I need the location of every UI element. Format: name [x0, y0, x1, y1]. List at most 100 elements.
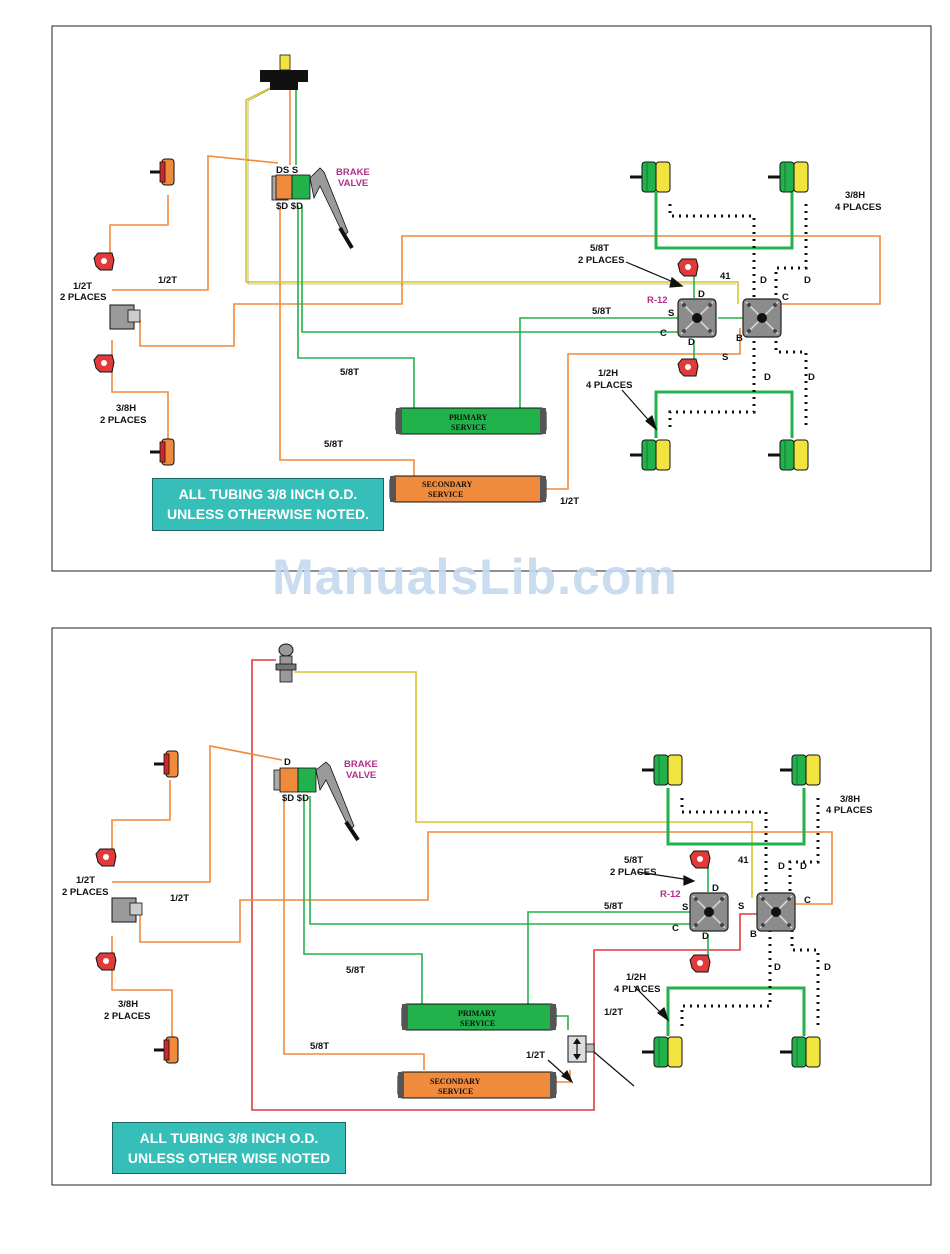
- d1-label-d2: D: [804, 275, 811, 286]
- d2-relay-valve-2: [756, 892, 796, 932]
- d2-secondary-tank: [397, 1071, 557, 1099]
- d1-label-1-2h-a: 1/2H: [598, 368, 618, 379]
- d1-port-s2: S: [722, 352, 728, 363]
- d1-port-d: D: [698, 289, 705, 300]
- d1-label-half-t-bottom: 1/2T: [560, 496, 579, 507]
- d2-label-d1: D: [778, 861, 785, 872]
- d1-label-5-8t-a: 5/8T: [340, 367, 359, 378]
- d1-label-1-2h-b: 4 PLACES: [586, 380, 632, 391]
- d1-brake-valve-label-2: VALVE: [338, 178, 368, 189]
- d2-rear-chamber-tl: [640, 753, 684, 787]
- d2-rear-chamber-tr: [778, 753, 822, 787]
- d2-label-41: 41: [738, 855, 749, 866]
- d1-primary-tank: [395, 407, 547, 435]
- d2-tubing-note: ALL TUBING 3/8 INCH O.D. UNLESS OTHER WI…: [112, 1122, 346, 1174]
- d2-label-half-t-a: 1/2T: [604, 1007, 623, 1018]
- d1-port-b: B: [736, 333, 743, 344]
- d2-yellow-lines: [294, 671, 753, 898]
- d1-tubing-note-line2: UNLESS OTHERWISE NOTED.: [167, 506, 369, 522]
- d1-primary-label-1: PRIMARY: [449, 413, 488, 422]
- d2-quick-release-valve: [111, 897, 143, 923]
- d1-label-5-8t-b: 5/8T: [324, 439, 343, 450]
- d1-valve-red-rear: [677, 358, 699, 377]
- d2-label-half-t: 1/2T: [76, 875, 95, 886]
- d2-axle-lines: [666, 788, 806, 1036]
- d1-label-3-8h-4a: 3/8H: [845, 190, 865, 201]
- d1-primary-label-2: SERVICE: [451, 423, 486, 432]
- d2-port-s: S: [682, 902, 688, 913]
- d2-port-d2: D: [702, 931, 709, 942]
- d2-dotted-lines: [680, 798, 820, 1026]
- d1-label-r12: R-12: [647, 295, 668, 306]
- d1-label-5-8t-c: 5/8T: [592, 306, 611, 317]
- d2-primary-label-1: PRIMARY: [458, 1009, 497, 1018]
- d1-quick-release-valve: [109, 304, 141, 330]
- d1-valve-ports-bottom: $D $D: [276, 201, 303, 212]
- d1-label-3-8h-4b: 4 PLACES: [835, 202, 881, 213]
- d2-port-s2: S: [738, 901, 744, 912]
- d2-label-3-8h-4b: 4 PLACES: [826, 805, 872, 816]
- d2-label-d4: D: [824, 962, 831, 973]
- d1-relay-valve-2: [742, 298, 782, 338]
- d2-secondary-label-1: SECONDARY: [430, 1077, 481, 1086]
- d2-port-c2: C: [804, 895, 811, 906]
- d2-label-3-8h-4a: 3/8H: [840, 794, 860, 805]
- d1-tubing-note-line1: ALL TUBING 3/8 INCH O.D.: [178, 486, 358, 502]
- d1-r12-relay-valve: [677, 298, 717, 338]
- d1-front-chamber-lower: [148, 437, 176, 467]
- d1-valve-red-lower: [93, 354, 115, 373]
- d1-axle-lines: [654, 192, 794, 438]
- d2-label-half-t-b2: 1/2T: [526, 1050, 545, 1061]
- d1-rear-chamber-br: [766, 438, 810, 472]
- d2-label-5-8t-2places-a: 5/8T: [624, 855, 643, 866]
- d2-label-d2: D: [800, 861, 807, 872]
- d1-label-3-8h: 3/8H: [116, 403, 136, 414]
- d2-secondary-label-2: SERVICE: [438, 1087, 473, 1096]
- d1-port-s: S: [668, 308, 674, 319]
- d2-label-half-t-b: 1/2T: [170, 893, 189, 904]
- watermark: ManualsLib.com: [272, 549, 678, 605]
- d2-port-d: D: [712, 883, 719, 894]
- d1-dotted-lines: [668, 204, 808, 428]
- d1-valve-ports-top: DS S: [276, 165, 298, 176]
- d2-primary-label-2: SERVICE: [460, 1019, 495, 1028]
- d2-valve-red-rear: [689, 954, 711, 973]
- d1-yellow-lines: [245, 87, 739, 304]
- d2-valve-ports-top: D: [284, 757, 291, 768]
- d1-secondary-label-1: SECONDARY: [422, 480, 473, 489]
- d2-brake-valve-label-2: VALVE: [346, 770, 376, 781]
- d1-port-d2: D: [688, 337, 695, 348]
- d2-primary-tank: [401, 1003, 557, 1031]
- d1-orange-lines: [109, 90, 881, 490]
- d2-label-5-8t-b: 5/8T: [310, 1041, 329, 1052]
- d1-arrows: [621, 261, 684, 431]
- d1-port-c: C: [660, 328, 667, 339]
- d2-red-lines: [251, 659, 758, 1111]
- d1-tubing-note: ALL TUBING 3/8 INCH O.D. UNLESS OTHERWIS…: [152, 478, 384, 531]
- d1-label-3-8h-2places: 2 PLACES: [100, 415, 146, 426]
- d1-label-half-t-b: 1/2T: [158, 275, 177, 286]
- d1-rear-chamber-tl: [628, 160, 672, 194]
- d1-label-half-t: 1/2T: [73, 281, 92, 292]
- d2-r12-relay-valve: [689, 892, 729, 932]
- d2-label-5-8t-c: 5/8T: [604, 901, 623, 912]
- d1-label-5-8t-2places-a: 5/8T: [590, 243, 609, 254]
- d1-brake-valve-label-1: BRAKE: [336, 167, 370, 178]
- d2-label-5-8t-2places-b: 2 PLACES: [610, 867, 656, 878]
- d1-valve-red-upper: [93, 252, 115, 271]
- d1-label-41: 41: [720, 271, 731, 282]
- d2-rear-chamber-br: [778, 1035, 822, 1069]
- d2-brake-valve-label-1: BRAKE: [344, 759, 378, 770]
- d2-label-1-2h-b: 4 PLACES: [614, 984, 660, 995]
- d1-valve-red-front: [677, 258, 699, 277]
- d2-front-chamber-lower: [152, 1035, 180, 1065]
- d1-rear-chamber-tr: [766, 160, 810, 194]
- d1-label-d4: D: [808, 372, 815, 383]
- d2-label-3-8h-2places: 2 PLACES: [104, 1011, 150, 1022]
- d2-label-3-8h: 3/8H: [118, 999, 138, 1010]
- d2-port-c: C: [672, 923, 679, 934]
- d2-tubing-note-line2: UNLESS OTHER WISE NOTED: [127, 1150, 331, 1166]
- d2-double-check-valve: [567, 1035, 595, 1063]
- d2-treadle-valve: [275, 643, 297, 683]
- d2-front-chamber-upper: [152, 749, 180, 779]
